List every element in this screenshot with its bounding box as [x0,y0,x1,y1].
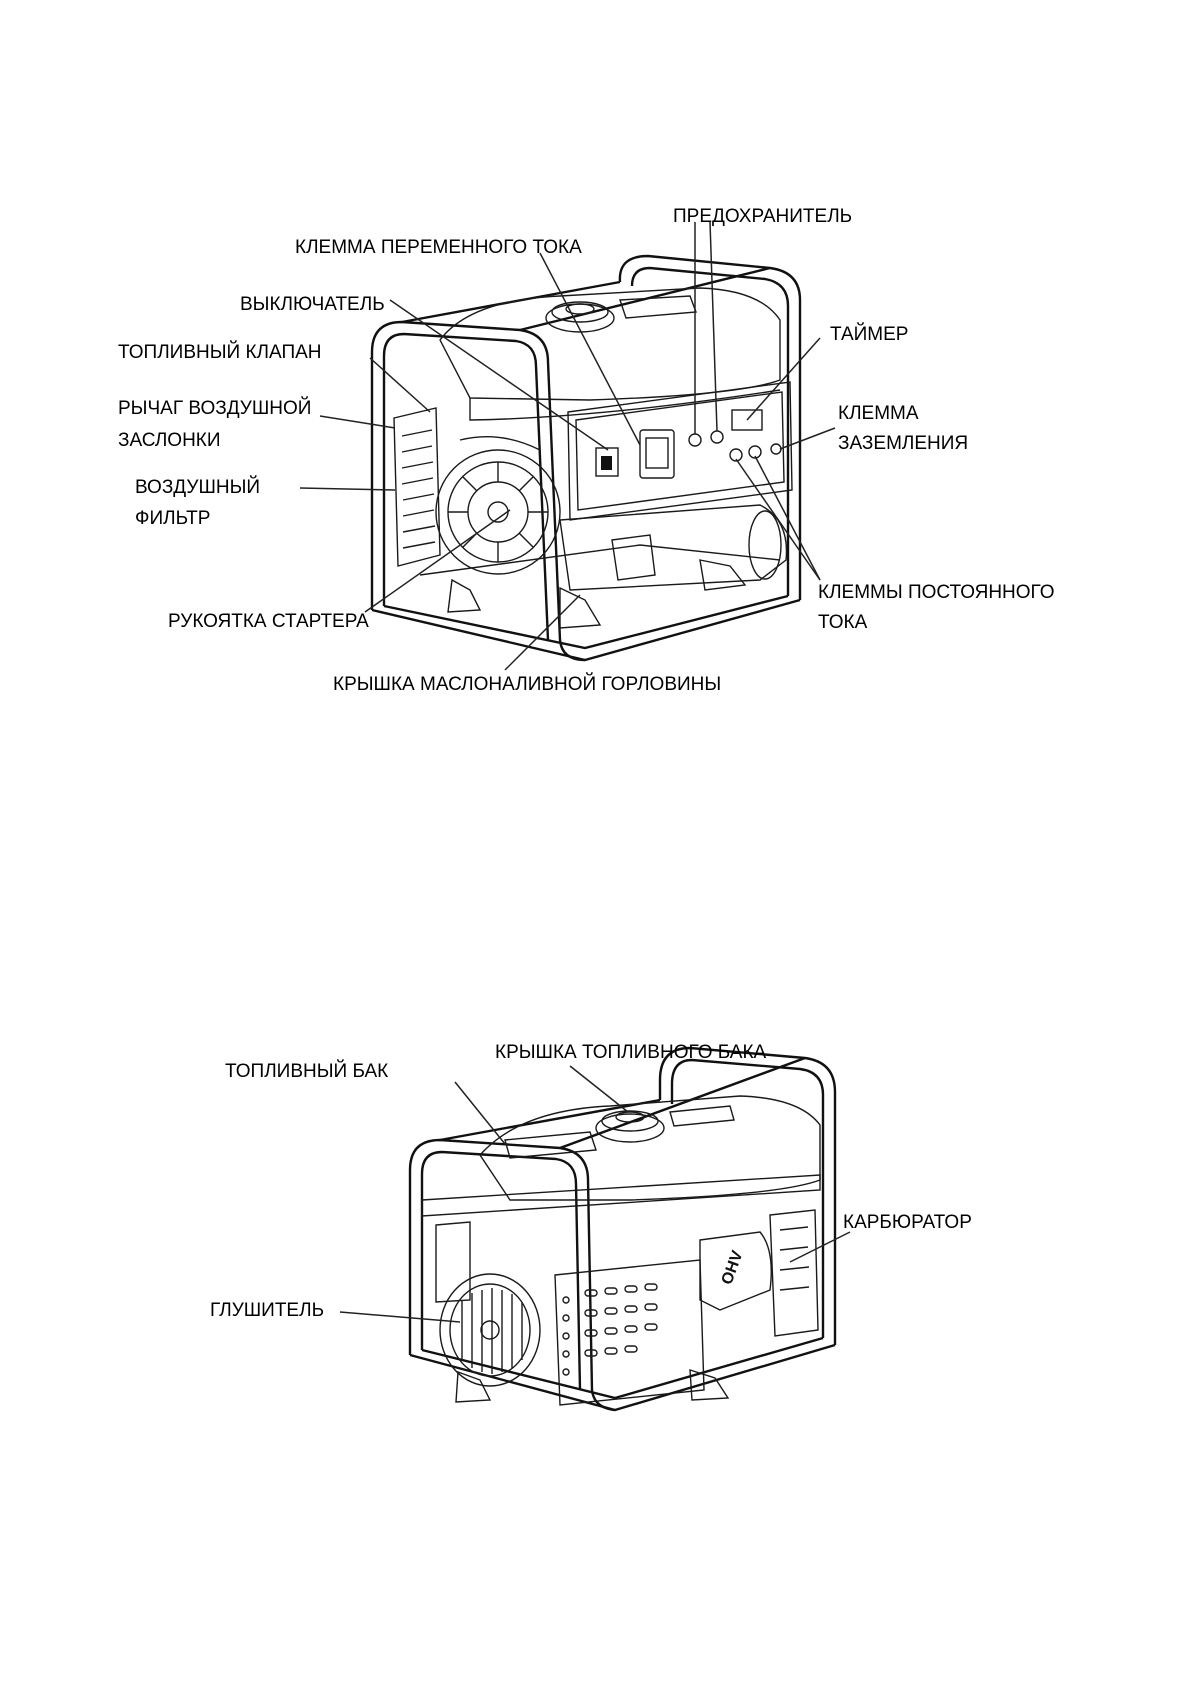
label-carburetor: КАРБЮРАТОР [843,1212,972,1233]
label-muffler: ГЛУШИТЕЛЬ [210,1300,324,1321]
label-choke-lever-line2: ЗАСЛОНКИ [118,430,221,451]
label-oil-filler-cap: КРЫШКА МАСЛОНАЛИВНОЙ ГОРЛОВИНЫ [333,673,721,695]
label-timer: ТАЙМЕР [830,323,908,345]
label-dc-terminals-line1: КЛЕММЫ ПОСТОЯННОГО [818,582,1055,603]
label-dc-terminals-line2: ТОКА [818,612,868,633]
label-fuel-tank-cap: КРЫШКА ТОПЛИВНОГО БАКА [495,1042,767,1063]
label-fuel-tank: ТОПЛИВНЫЙ БАК [225,1060,388,1082]
label-ground-terminal-line1: КЛЕММА [838,403,919,424]
label-switch: ВЫКЛЮЧАТЕЛЬ [240,294,385,315]
label-choke-lever-line1: РЫЧАГ ВОЗДУШНОЙ [118,397,311,419]
generator-front-drawing [299,221,836,671]
label-air-filter-line2: ФИЛЬТР [135,508,210,529]
label-starter-handle: РУКОЯТКА СТАРТЕРА [168,611,369,632]
label-ac-terminal: КЛЕММА ПЕРЕМЕННОГО ТОКА [295,237,582,258]
ohv-brand-mark: OHV [719,1248,747,1287]
label-air-filter-line1: ВОЗДУШНЫЙ [135,476,260,498]
label-fuse: ПРЕДОХРАНИТЕЛЬ [673,206,852,227]
label-fuel-valve: ТОПЛИВНЫЙ КЛАПАН [118,341,322,363]
generator-rear-drawing: OHV [339,1046,851,1412]
label-ground-terminal-line2: ЗАЗЕМЛЕНИЯ [838,433,968,454]
